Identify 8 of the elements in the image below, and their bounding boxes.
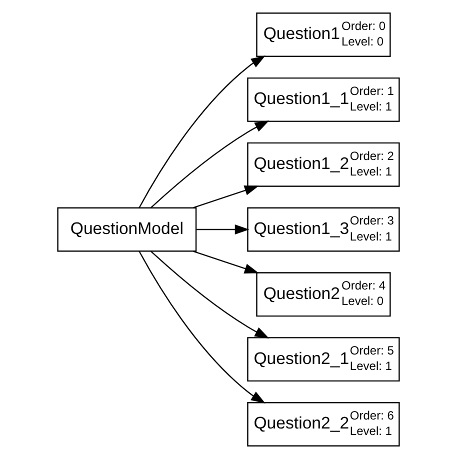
- arrow: [150, 250, 270, 338]
- arrow: [193, 250, 259, 274]
- node-box: QuestionModel: [57, 207, 197, 252]
- arrow: [196, 224, 250, 235]
- arrow: [150, 120, 270, 208]
- arrow: [193, 186, 259, 208]
- arrow: [138, 250, 266, 404]
- arrow: [138, 56, 266, 208]
